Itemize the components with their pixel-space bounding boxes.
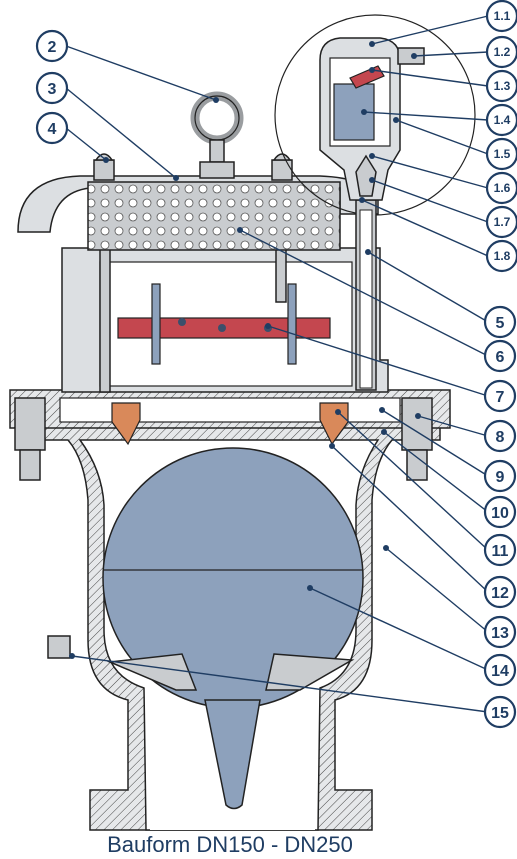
bolt-head-left	[14, 397, 46, 451]
svg-text:3: 3	[48, 81, 57, 98]
guide-cup-right	[265, 653, 355, 691]
flange-bore	[59, 397, 401, 423]
callout-1-2: 1.2	[485, 35, 517, 69]
svg-text:4: 4	[48, 121, 57, 138]
eye-bolt-shank	[209, 139, 225, 163]
callout-1-1: 1.1	[485, 0, 517, 33]
float-ball-group	[47, 447, 364, 810]
svg-text:13: 13	[491, 625, 509, 642]
guide-rod-right	[287, 283, 297, 365]
middle-flange	[9, 389, 451, 481]
callout-3: 3	[35, 71, 69, 105]
svg-text:7: 7	[496, 389, 505, 406]
filter-screen	[87, 181, 341, 251]
callout-11: 11	[483, 533, 517, 567]
svg-text:12: 12	[491, 585, 509, 602]
callout-15: 15	[483, 695, 517, 729]
cap-nut-right	[271, 159, 293, 181]
hood-assembly	[17, 91, 379, 251]
cap-nut-right-dome	[272, 153, 292, 161]
leader-lines	[65, 15, 489, 713]
callout-7: 7	[483, 379, 517, 413]
callout-1-7: 1.7	[485, 205, 517, 239]
callout-1-8: 1.8	[485, 239, 517, 273]
nut-right	[406, 449, 428, 481]
callout-1-6: 1.6	[485, 171, 517, 205]
plate-screw	[178, 318, 186, 326]
svg-text:11: 11	[492, 543, 509, 560]
svg-text:8: 8	[496, 429, 505, 446]
svg-text:1.3: 1.3	[494, 79, 511, 93]
callout-12: 12	[483, 575, 517, 609]
drain-plug	[47, 635, 71, 659]
svg-text:1.4: 1.4	[494, 113, 511, 127]
svg-text:10: 10	[491, 505, 509, 522]
seat-seal-right	[319, 402, 349, 446]
callout-2: 2	[35, 29, 69, 63]
svg-text:2: 2	[48, 39, 57, 56]
callout-9: 9	[483, 459, 517, 493]
small-lever	[349, 65, 385, 89]
callout-1-4: 1.4	[485, 103, 517, 137]
auxiliary-valve	[274, 14, 476, 391]
plate-screw-2	[218, 324, 226, 332]
cap-nut-left	[93, 159, 115, 181]
svg-text:1.2: 1.2	[494, 45, 511, 59]
upper-housing	[61, 171, 389, 393]
svg-text:1.6: 1.6	[494, 181, 511, 195]
diagram-caption: Bauform DN150 - DN250	[107, 832, 353, 857]
riser-bore	[359, 209, 373, 389]
callout-14: 14	[483, 653, 517, 687]
svg-text:1.8: 1.8	[494, 249, 511, 263]
small-nozzle	[355, 154, 377, 197]
float-tail	[204, 699, 261, 810]
seat-seal-left	[111, 402, 141, 446]
svg-text:15: 15	[491, 705, 509, 722]
callout-10: 10	[483, 495, 517, 529]
callouts: 1.1 1.2 1.3 1.4 1.5 1.6 1.7 1.8 2 3 4 5 …	[35, 0, 517, 729]
guide-rod-left	[151, 283, 161, 365]
guide-cup-left	[107, 653, 198, 691]
bolt-head-right	[401, 397, 433, 451]
svg-text:14: 14	[491, 663, 509, 680]
svg-text:5: 5	[496, 315, 505, 332]
callout-1-3: 1.3	[485, 69, 517, 103]
callout-6: 6	[483, 339, 517, 373]
svg-text:1.1: 1.1	[494, 9, 511, 23]
callout-4: 4	[35, 111, 69, 145]
callout-13: 13	[483, 615, 517, 649]
callout-1-5: 1.5	[485, 137, 517, 171]
nut-left	[19, 449, 41, 481]
svg-text:6: 6	[496, 349, 505, 366]
callout-8: 8	[483, 419, 517, 453]
eye-bolt-base	[199, 161, 235, 179]
svg-text:1.5: 1.5	[494, 147, 511, 161]
callout-5: 5	[483, 305, 517, 339]
svg-text:9: 9	[496, 469, 505, 486]
svg-text:1.7: 1.7	[494, 215, 511, 229]
